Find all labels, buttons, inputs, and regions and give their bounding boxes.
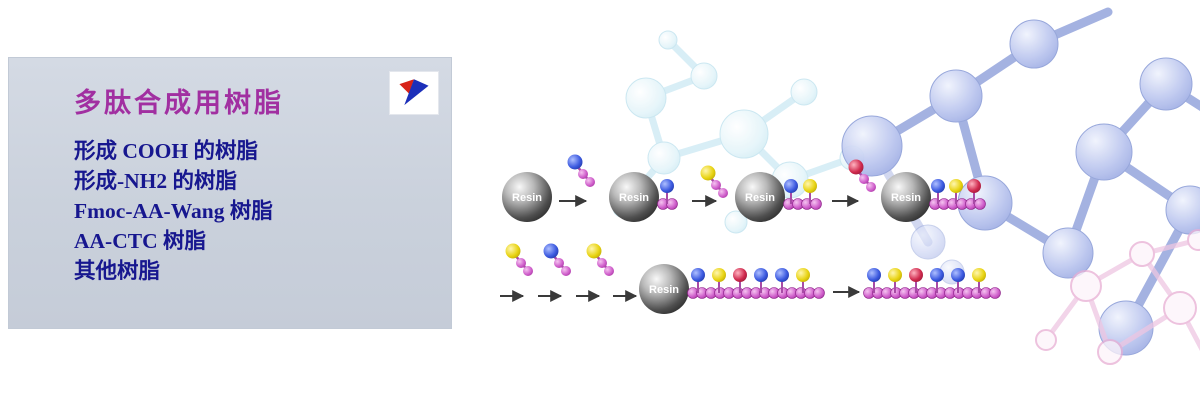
peptide-chain-cleaved [863,267,1001,299]
menu-item-other-resin[interactable]: 其他树脂 [74,259,161,283]
logo-icon [399,79,429,106]
resin-sphere [881,172,931,222]
left-panel: 多肽合成用树脂 形成 COOH 的树脂 形成-NH2 的树脂 Fmoc-AA-W… [8,57,452,329]
peptide-chain [657,178,678,210]
menu-item-aa-ctc-resin[interactable]: AA-CTC 树脂 [74,229,206,253]
amino-acid-yellow [504,242,535,278]
amino-acid-blue [542,242,573,278]
resin-sphere [735,172,785,222]
resin-menu: 形成 COOH 的树脂 形成-NH2 的树脂 Fmoc-AA-Wang 树脂 A… [8,136,452,286]
background-molecule-pink [1035,229,1200,365]
synthesis-row-top [502,153,986,222]
synthesis-row-bottom [500,242,1001,314]
amino-acid-yellow [699,164,730,200]
peptide-chain [687,267,825,299]
company-logo [390,72,438,114]
resin-sphere [502,172,552,222]
menu-item-nh2-resin[interactable]: 形成-NH2 的树脂 [74,169,238,193]
page-title: 多肽合成用树脂 [74,88,284,118]
menu-item-fmoc-aa-wang-resin[interactable]: Fmoc-AA-Wang 树脂 [74,199,273,223]
resin-sphere [639,264,689,314]
amino-acid-yellow [585,242,616,278]
resin-sphere [609,172,659,222]
amino-acid-blue [566,153,597,189]
menu-item-cooh-resin[interactable]: 形成 COOH 的树脂 [74,139,258,163]
